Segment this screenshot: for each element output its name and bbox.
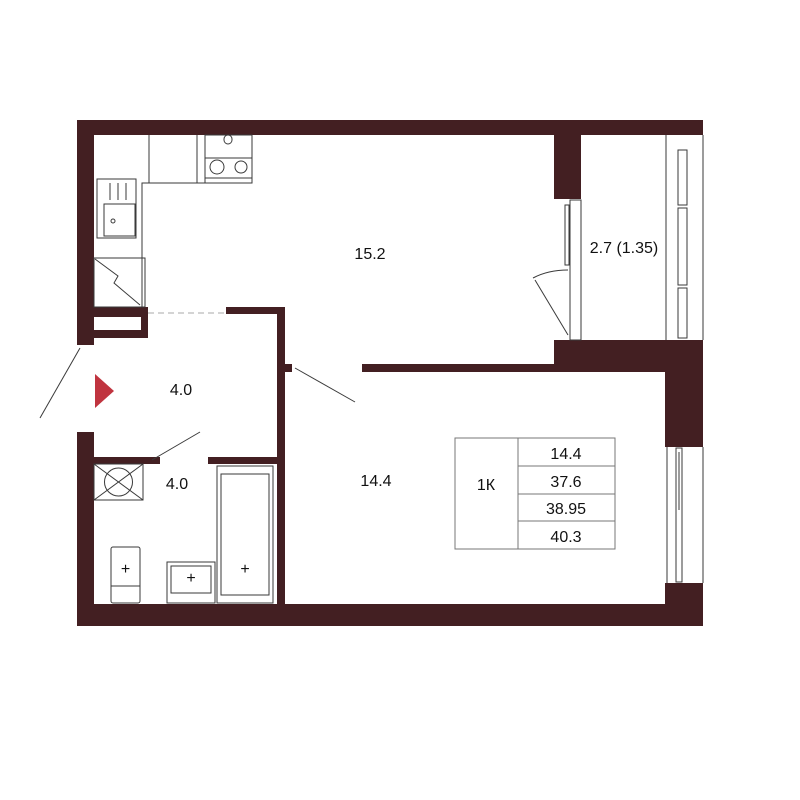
left-wall-lower — [77, 432, 94, 626]
entrance-door[interactable] — [39, 347, 81, 419]
walls — [77, 120, 703, 626]
balcony-door-frame — [569, 199, 582, 341]
balcony-door-leaf — [564, 204, 570, 266]
area-summary-table: 1К 14.4 37.6 38.95 40.3 — [454, 437, 616, 550]
total-area-value: 37.6 — [550, 474, 581, 491]
entrance-marker-icon — [95, 374, 114, 408]
left-wall-upper — [77, 120, 94, 345]
bath-wall-left — [94, 457, 160, 464]
bedroom-door[interactable] — [294, 367, 356, 403]
balcony-window — [677, 207, 688, 286]
bathroom: + + + — [93, 463, 274, 604]
room-area-balcony: 2.7 (1.35) — [590, 240, 658, 257]
room-area-bedroom: 14.4 — [360, 473, 391, 490]
room-area-hall: 4.0 — [170, 382, 192, 399]
svg-text:+: + — [121, 561, 130, 578]
hall-partition — [226, 307, 284, 314]
balcony-window — [677, 287, 688, 339]
balcony — [532, 135, 704, 341]
bath-wall-right — [208, 457, 284, 464]
area-with-balcony-coef-value: 38.95 — [546, 501, 586, 518]
toilet: + — [110, 546, 141, 604]
right-wall-upper — [665, 340, 703, 447]
room-area-living-kitchen: 15.2 — [354, 246, 385, 263]
door-jamb — [285, 364, 292, 372]
fridge — [93, 257, 146, 308]
bedroom-window — [666, 447, 704, 583]
balcony-door-swing — [534, 279, 569, 336]
svg-text:+: + — [186, 570, 195, 587]
washbasin: + — [166, 561, 216, 604]
bottom-wall — [77, 604, 703, 626]
living-area-value: 14.4 — [550, 446, 581, 463]
apartment-type: 1К — [477, 477, 496, 494]
kitchen-sink — [96, 178, 137, 239]
balcony-wall-top — [554, 135, 581, 199]
ventilation-icon — [93, 463, 144, 501]
kitchen — [93, 134, 253, 308]
bathroom-door[interactable] — [151, 431, 201, 461]
bathtub: + — [216, 465, 274, 604]
top-wall — [77, 120, 703, 135]
stove — [204, 134, 253, 184]
area-with-balcony-value: 40.3 — [550, 529, 581, 546]
right-wall-lower — [665, 583, 703, 626]
balcony-window — [677, 149, 688, 206]
room-divider-wall — [362, 364, 555, 372]
room-area-bathroom: 4.0 — [166, 476, 188, 493]
svg-text:+: + — [240, 561, 249, 578]
doors — [39, 312, 356, 461]
